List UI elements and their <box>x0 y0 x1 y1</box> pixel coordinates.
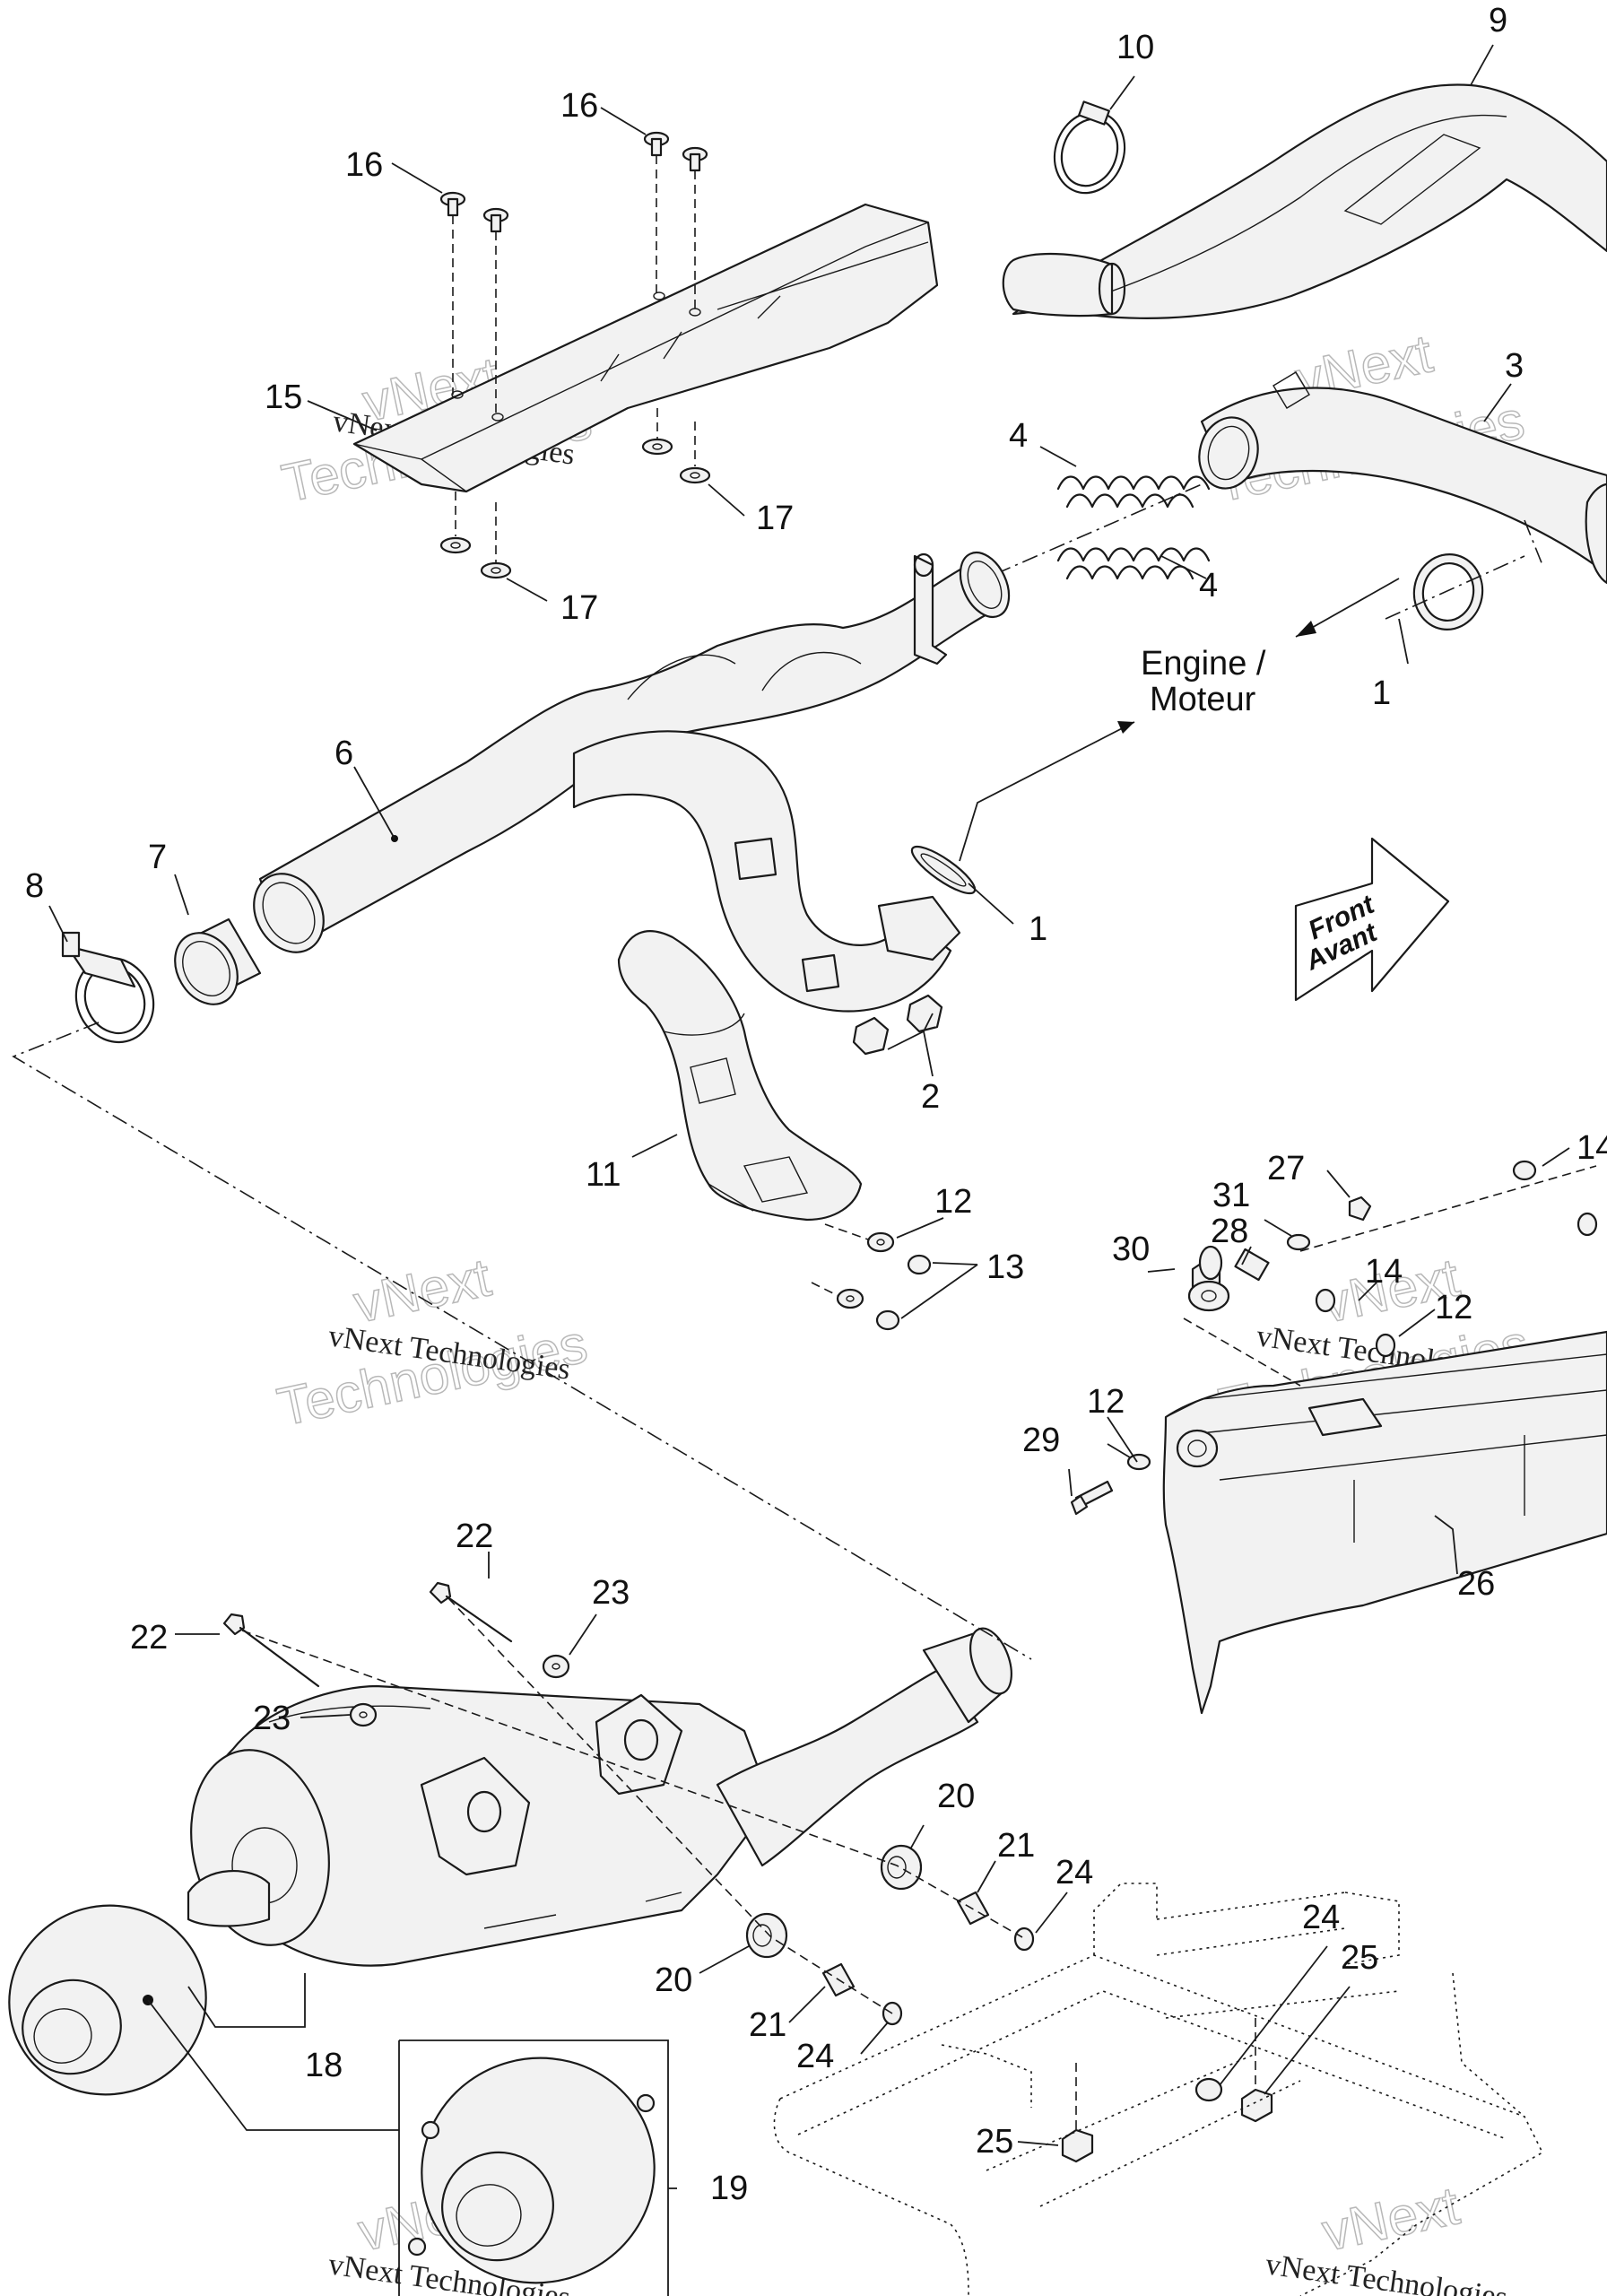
callout-15: 15 <box>265 378 302 416</box>
washers-24 <box>882 1926 1223 2102</box>
detail-box-19 <box>398 2039 669 2296</box>
callout-numbers: 1 1 2 3 4 4 6 7 8 9 10 11 12 12 12 13 14… <box>25 2 1607 2207</box>
assembly-alignment-line <box>12 1022 1032 1660</box>
leader-lines <box>48 44 1570 2189</box>
callout-1-upper: 1 <box>1372 674 1391 712</box>
skid-plate-hardware <box>1070 1160 1598 1516</box>
callout-8: 8 <box>25 867 44 905</box>
springs-4-lower <box>1056 547 1211 580</box>
callout-25-a: 25 <box>1341 1939 1378 1977</box>
callout-21-a: 21 <box>997 1827 1035 1865</box>
callout-1-lower: 1 <box>1029 910 1047 948</box>
springs-4-upper <box>1056 475 1211 509</box>
upper-heat-shield <box>352 203 939 493</box>
callout-19: 19 <box>710 2170 748 2207</box>
callout-17-a: 17 <box>756 500 794 537</box>
callout-22-a: 22 <box>456 1518 493 1555</box>
lower-heat-shield-11 <box>617 930 863 1222</box>
callout-11: 11 <box>586 1156 621 1194</box>
callout-4-upper: 4 <box>1009 417 1028 455</box>
callout-20-b: 20 <box>655 1961 692 1999</box>
bolts-22 <box>222 1581 513 1688</box>
callout-16-b: 16 <box>560 87 598 125</box>
front-direction-badge: Front Avant <box>1294 837 1450 1002</box>
callout-18: 18 <box>305 2047 343 2084</box>
callout-24-c: 24 <box>796 2038 834 2075</box>
callout-6: 6 <box>334 735 353 772</box>
callout-21-b: 21 <box>749 2006 786 2044</box>
skid-plate-26 <box>1162 1330 1607 1715</box>
exhaust-manifold-6 <box>253 551 1011 1013</box>
leader-18-19 <box>147 1999 399 2131</box>
shield-rivets <box>439 131 708 417</box>
callout-24-a: 24 <box>1055 1854 1093 1892</box>
spring-axis <box>995 483 1203 575</box>
grommets-20 <box>745 1844 923 1959</box>
spacers-21 <box>821 1891 990 1997</box>
callout-20-a: 20 <box>937 1778 975 1815</box>
callout-13: 13 <box>986 1248 1024 1286</box>
callout-9: 9 <box>1489 2 1507 39</box>
washers-nuts-12-13 <box>811 1223 932 1331</box>
hose-clamp-10 <box>1053 100 1126 195</box>
sleeve-7 <box>174 918 262 1005</box>
callout-30: 30 <box>1112 1231 1150 1268</box>
callout-12-a: 12 <box>934 1183 972 1221</box>
muffler-18 <box>187 1627 1012 1967</box>
callout-23-b: 23 <box>253 1700 291 1737</box>
washers-23 <box>349 1654 570 1727</box>
callout-14-a: 14 <box>1577 1129 1607 1167</box>
callout-7: 7 <box>148 839 167 876</box>
callout-16-a: 16 <box>345 146 383 184</box>
nuts-2 <box>852 994 943 1056</box>
gasket-axis <box>1385 519 1543 620</box>
callout-28: 28 <box>1211 1213 1248 1250</box>
watermark-word1: vNext <box>349 1247 496 1334</box>
engine-arrow-lower <box>959 721 1135 862</box>
callout-23-a: 23 <box>592 1574 630 1612</box>
clamp-8 <box>61 931 155 1044</box>
watermark-mid-left: vNext Technologies vNext Technologies <box>272 1246 593 1438</box>
engine-note-line1: Engine / <box>1141 645 1266 683</box>
callout-24-b: 24 <box>1302 1899 1340 1936</box>
callout-12-c: 12 <box>1087 1383 1125 1421</box>
watermark-word1: vNext <box>1317 2175 1464 2262</box>
callout-29: 29 <box>1022 1422 1060 1459</box>
callout-25-b: 25 <box>976 2123 1013 2161</box>
callout-27: 27 <box>1267 1150 1305 1187</box>
callout-26: 26 <box>1457 1565 1495 1603</box>
gasket-1-lower <box>910 845 977 895</box>
shield-washers <box>439 408 711 579</box>
header-pipe-3 <box>1198 371 1607 585</box>
callout-17-b: 17 <box>560 589 598 627</box>
muffler-hardware-axis <box>241 1597 1256 2135</box>
gasket-1-upper <box>1412 553 1484 631</box>
callout-22-b: 22 <box>130 1619 168 1657</box>
callout-14-b: 14 <box>1365 1253 1403 1291</box>
watermark-company: vNext Technologies <box>1264 2248 1509 2296</box>
callout-3: 3 <box>1505 347 1524 385</box>
callout-2: 2 <box>921 1078 940 1116</box>
callout-31: 31 <box>1212 1177 1250 1214</box>
end-cap-18 <box>8 1904 207 2096</box>
engine-note-line2: Moteur <box>1150 681 1256 718</box>
callout-10: 10 <box>1116 29 1154 66</box>
callout-12-b: 12 <box>1435 1289 1472 1326</box>
callout-4-lower: 4 <box>1199 567 1218 604</box>
nuts-25 <box>1061 2088 1273 2163</box>
